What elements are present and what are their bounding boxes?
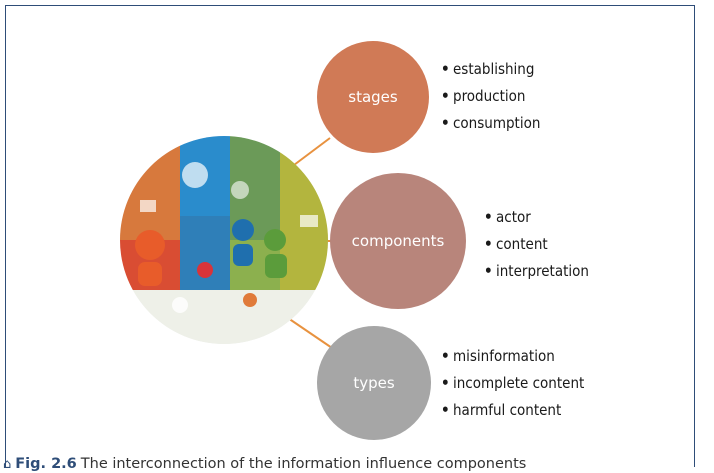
types-list: •misinformation •incomplete content •har… [441, 343, 584, 424]
components-circle [330, 173, 466, 309]
list-item: •incomplete content [441, 374, 585, 392]
list-item: •establishing [441, 60, 535, 78]
types-circle [317, 326, 431, 440]
components-label: components [351, 232, 445, 250]
figure-number: Fig. 2.6 [15, 456, 77, 472]
components-list: •actor •content •interpretation [484, 204, 589, 285]
list-item: •harmful content [441, 401, 562, 419]
house-icon: ⌂ [3, 457, 12, 472]
caption-text: The interconnection of the information i… [80, 456, 527, 472]
stages-circle [317, 41, 429, 153]
list-item: •interpretation [484, 262, 589, 280]
list-item: •consumption [441, 114, 541, 132]
figure-frame [5, 5, 695, 467]
list-item: •production [441, 87, 526, 105]
list-item: •content [484, 235, 548, 253]
social-media-icons-circle [120, 136, 328, 344]
stages-list: •establishing •production •consumption [441, 56, 540, 137]
list-item: •misinformation [441, 347, 555, 365]
connector-types [284, 315, 336, 351]
stages-label: stages [348, 88, 398, 106]
list-item: •actor [484, 208, 531, 226]
connector-stages [289, 137, 331, 169]
types-label: types [353, 374, 395, 392]
